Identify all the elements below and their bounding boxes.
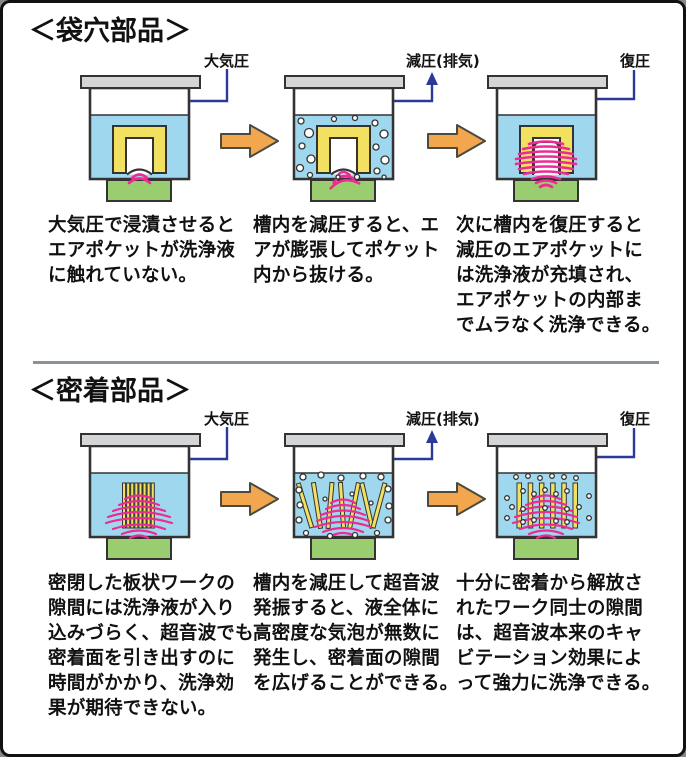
process-arrow-icon — [220, 124, 279, 158]
label-repressure: 復圧 — [619, 410, 650, 428]
caption-adhered-2: 槽内を減圧して超音波 発振すると、液全体に 高密度な気泡が無数に 発生し、密着面… — [253, 573, 459, 694]
tank-vacuum — [283, 74, 406, 203]
process-arrow-icon — [220, 482, 279, 516]
bubbles-icon — [295, 114, 390, 181]
ultrasonic-wave-icon — [104, 494, 174, 540]
tank-repressure — [486, 432, 609, 561]
process-arrow-icon — [427, 482, 486, 516]
caption-adhered-3: 十分に密着から解放さ れたワーク同士の隙間 は、超音波本来のキャ ビテーション効… — [456, 573, 661, 694]
label-vacuum-exhaust: 減圧(排気) — [406, 52, 480, 70]
tank-atmospheric — [79, 432, 202, 561]
adhered-parts-diagram: 大気圧 減圧(排気) 復圧 — [79, 410, 650, 561]
ultrasonic-wave-icon — [514, 140, 578, 189]
process-arrow-icon — [427, 124, 486, 158]
bubbles-icon — [295, 471, 393, 540]
label-atmospheric-pressure: 大気圧 — [204, 410, 249, 428]
label-atmospheric-pressure: 大気圧 — [204, 52, 249, 70]
blind-hole-diagram: 大気圧 減圧(排気) 復圧 — [79, 52, 650, 203]
label-repressure: 復圧 — [619, 52, 650, 70]
bubbles-icon — [504, 473, 592, 525]
caption-blind-hole-3: 次に槽内を復圧すると 減圧のエアポケットに は洗浄液が充填され、 エアポケットの… — [456, 215, 661, 336]
tank-vacuum — [283, 432, 406, 561]
section-title-blind-hole: ＜袋穴部品＞ — [29, 16, 191, 47]
caption-adhered-1: 密閉した板状ワークの 隙間には洗浄液が入り 込みづらく、超音波でも 密着面を引き… — [48, 573, 254, 719]
caption-blind-hole-2: 槽内を減圧すると、エ アが膨張してポケット 内から抜ける。 — [253, 215, 440, 286]
caption-blind-hole-1: 大気圧で浸漬させると エアポケットが洗浄液 に触れていない。 — [48, 215, 236, 286]
ultrasonic-wave-icon — [127, 173, 152, 185]
tank-atmospheric — [79, 74, 202, 203]
ultrasonic-wave-icon — [313, 498, 373, 538]
label-vacuum-exhaust: 減圧(排気) — [406, 410, 480, 428]
section-title-adhered: ＜密着部品＞ — [29, 376, 191, 407]
section-divider — [33, 361, 659, 364]
tank-repressure — [486, 74, 609, 203]
